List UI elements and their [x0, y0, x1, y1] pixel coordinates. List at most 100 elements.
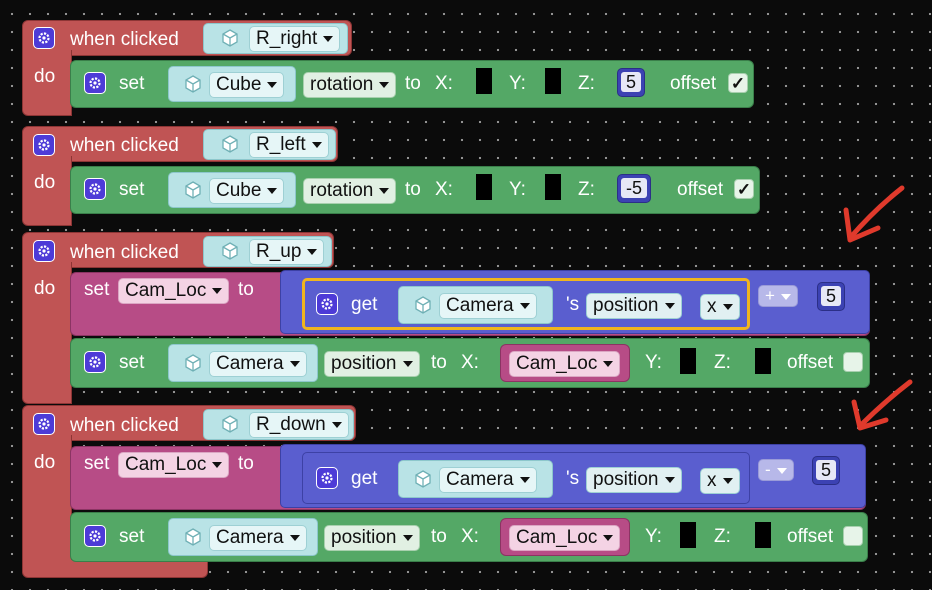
button-dropdown[interactable]: R_down: [249, 412, 349, 438]
operand-value[interactable]: 5: [821, 286, 842, 306]
button-object-block[interactable]: R_up: [203, 236, 332, 267]
to-label: to: [405, 179, 421, 200]
offset-label: offset: [787, 526, 834, 547]
x-empty-socket[interactable]: [476, 174, 492, 200]
to-label: to: [405, 73, 421, 94]
gear-icon: [84, 178, 106, 200]
to-label: to: [238, 279, 254, 300]
variable-reporter-block[interactable]: Cam_Loc: [500, 518, 630, 556]
button-object-block[interactable]: R_down: [203, 409, 354, 440]
event-block-r-down-do[interactable]: [22, 435, 72, 577]
property-dropdown[interactable]: position: [324, 525, 420, 551]
property-dropdown[interactable]: position: [324, 351, 420, 377]
button-dropdown[interactable]: R_right: [249, 26, 341, 52]
z-value[interactable]: 5: [621, 72, 642, 92]
object-dropdown[interactable]: Camera: [439, 467, 537, 493]
gear-icon: [84, 72, 106, 94]
y-empty-socket[interactable]: [680, 522, 696, 548]
offset-label: offset: [787, 352, 834, 373]
event-block-r-left-do[interactable]: [22, 156, 72, 226]
object-block[interactable]: Camera: [398, 286, 553, 324]
checkmark-arrow-annotation: [843, 185, 905, 243]
cube-icon: [222, 29, 238, 47]
object-dropdown[interactable]: Camera: [209, 525, 307, 551]
set-label: set: [119, 352, 145, 373]
operand-value[interactable]: 5: [816, 460, 837, 480]
object-dropdown[interactable]: Cube: [209, 72, 285, 98]
y-label: Y:: [645, 352, 662, 373]
offset-checkbox[interactable]: [843, 352, 863, 372]
cube-icon: [222, 415, 238, 433]
set-label: set: [84, 453, 110, 474]
offset-checkbox[interactable]: [843, 526, 863, 546]
button-object-block[interactable]: R_left: [203, 129, 336, 160]
z-label: Z:: [714, 352, 731, 373]
operator-dropdown[interactable]: +: [758, 285, 798, 307]
do-label: do: [34, 452, 56, 473]
object-dropdown[interactable]: Camera: [209, 351, 307, 377]
get-label: get: [351, 294, 378, 315]
when-clicked-label: when clicked: [70, 242, 179, 263]
y-empty-socket[interactable]: [680, 348, 696, 374]
gear-icon: [316, 467, 338, 489]
gear-icon: [84, 351, 106, 373]
cube-icon: [185, 354, 201, 372]
object-block[interactable]: Camera: [168, 518, 318, 556]
y-empty-socket[interactable]: [545, 174, 561, 200]
do-label: do: [34, 172, 56, 193]
gear-icon: [33, 413, 55, 435]
x-variable[interactable]: Cam_Loc: [509, 351, 621, 377]
x-label: X:: [435, 179, 453, 200]
do-label: do: [34, 66, 56, 87]
gear-icon: [33, 240, 55, 262]
z-label: Z:: [714, 526, 731, 547]
x-variable[interactable]: Cam_Loc: [509, 525, 621, 551]
gear-icon: [84, 525, 106, 547]
property-dropdown[interactable]: position: [586, 293, 682, 319]
gear-icon: [316, 293, 338, 315]
object-dropdown[interactable]: Cube: [209, 178, 285, 204]
y-empty-socket[interactable]: [545, 68, 561, 94]
object-block[interactable]: Cube: [168, 66, 296, 102]
offset-checkbox[interactable]: ✓: [728, 73, 748, 93]
cube-icon: [222, 242, 238, 260]
x-empty-socket[interactable]: [476, 68, 492, 94]
z-number-block[interactable]: -5: [617, 174, 652, 203]
z-empty-socket[interactable]: [755, 522, 771, 548]
variable-dropdown[interactable]: Cam_Loc: [118, 278, 230, 304]
property-dropdown[interactable]: rotation: [303, 72, 397, 98]
variable-reporter-block[interactable]: Cam_Loc: [500, 344, 630, 382]
when-clicked-label: when clicked: [70, 29, 179, 50]
set-label: set: [119, 179, 145, 200]
get-label: get: [351, 468, 378, 489]
to-label: to: [431, 352, 447, 373]
offset-checkbox[interactable]: ✓: [734, 179, 754, 199]
offset-label: offset: [677, 179, 724, 200]
x-label: X:: [435, 73, 453, 94]
button-dropdown[interactable]: R_left: [249, 132, 329, 158]
event-block-r-up-do[interactable]: [22, 262, 72, 404]
button-object-block[interactable]: R_right: [203, 23, 348, 54]
property-dropdown[interactable]: rotation: [303, 178, 397, 204]
property-dropdown[interactable]: position: [586, 467, 682, 493]
operand-number-block[interactable]: 5: [812, 456, 841, 485]
axis-dropdown[interactable]: x: [700, 294, 740, 320]
gear-icon: [33, 134, 55, 156]
operand-number-block[interactable]: 5: [817, 282, 846, 311]
object-block[interactable]: Camera: [398, 460, 553, 498]
possessive-label: 's: [566, 468, 580, 489]
event-block-r-right-do[interactable]: [22, 50, 72, 116]
operator-dropdown[interactable]: -: [758, 459, 794, 481]
gear-icon: [33, 27, 55, 49]
axis-dropdown[interactable]: x: [700, 468, 740, 494]
z-value[interactable]: -5: [621, 178, 648, 198]
button-dropdown[interactable]: R_up: [249, 239, 325, 265]
z-number-block[interactable]: 5: [617, 68, 646, 97]
z-empty-socket[interactable]: [755, 348, 771, 374]
variable-dropdown[interactable]: Cam_Loc: [118, 452, 230, 478]
set-label: set: [84, 279, 110, 300]
object-dropdown[interactable]: Camera: [439, 293, 537, 319]
object-block[interactable]: Camera: [168, 344, 318, 382]
cube-icon: [415, 296, 431, 314]
object-block[interactable]: Cube: [168, 172, 296, 208]
